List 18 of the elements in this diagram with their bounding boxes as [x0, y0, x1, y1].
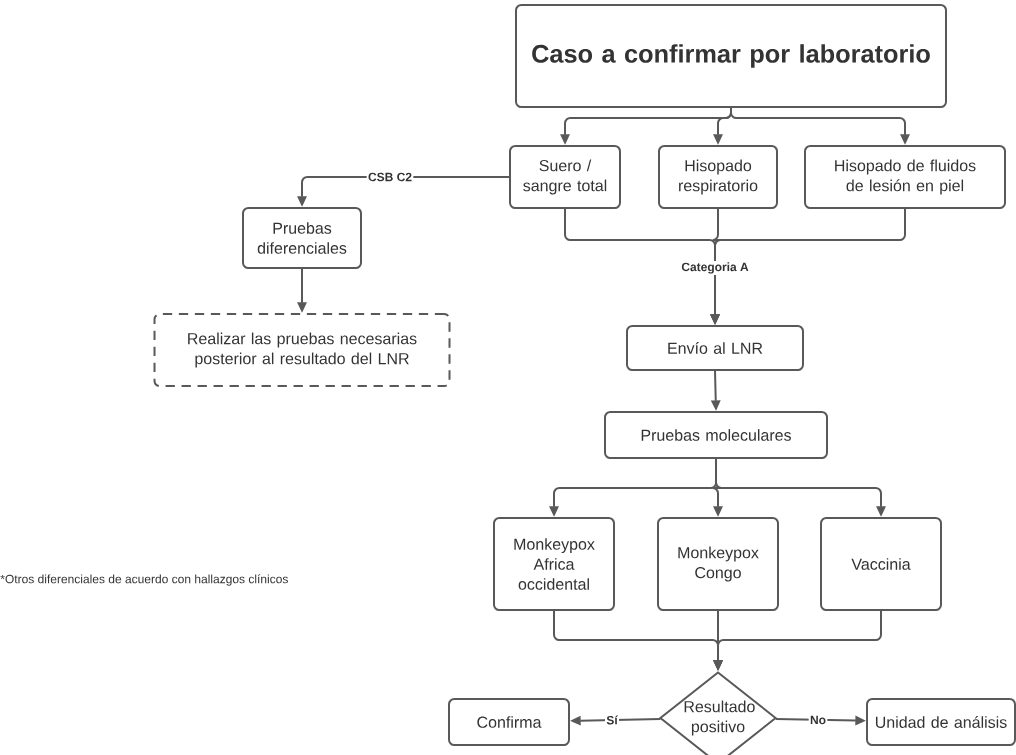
edge-label: CSB C2 — [366, 171, 414, 183]
process-box: Envío al LNR — [626, 325, 804, 371]
process-box: Monkeypox Africa occidental — [493, 517, 615, 611]
edge-label: No — [808, 714, 828, 726]
process-box: Hisopado de fluidos de lesión en piel — [804, 145, 1006, 209]
process-box: Vaccinia — [820, 517, 942, 611]
process-box: Hisopado respiratorio — [658, 145, 778, 209]
process-box: Confirma — [448, 698, 570, 746]
process-box: Pruebas moleculares — [604, 411, 828, 459]
note-text: *Otros diferenciales de acuerdo con hallazgos clínicos — [0, 574, 288, 586]
dashed-box: Realizar las pruebas necesarias posterior al resultado del LNR — [153, 313, 451, 387]
edge-label: Categoria A — [680, 261, 750, 275]
edge-label: Sí — [605, 714, 619, 726]
title-box: Caso a confirmar por laboratorio — [515, 4, 947, 108]
process-box: Pruebas diferenciales — [242, 207, 362, 269]
process-box: Monkeypox Congo — [657, 517, 779, 611]
process-box: Suero / sangre total — [509, 145, 621, 209]
process-box: Unidad de análisis — [866, 698, 1016, 746]
